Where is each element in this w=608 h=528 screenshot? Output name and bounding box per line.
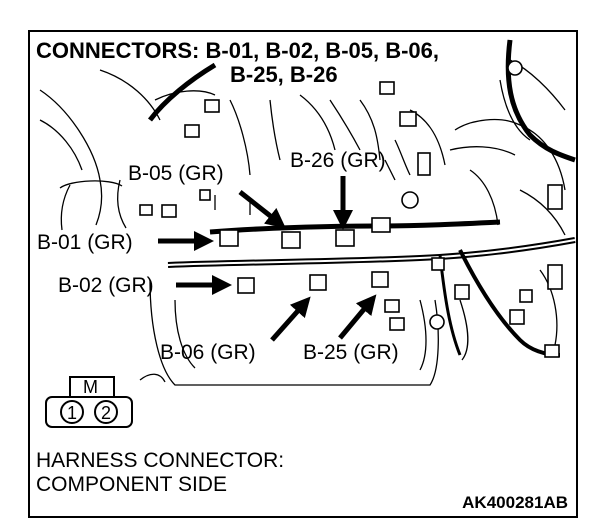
- grommets: [401, 60, 523, 330]
- figure-title-line1: CONNECTORS: B-01, B-02, B-05, B-06,: [36, 38, 439, 63]
- figure-frame: [28, 30, 578, 518]
- pin-2: [94, 400, 118, 424]
- harness-caption-line2: COMPONENT SIDE: [36, 473, 227, 496]
- pin-2-label: 2: [101, 403, 111, 423]
- arrow-b06: [270, 296, 311, 342]
- pin-1: [60, 400, 84, 424]
- callout-arrows: [158, 176, 377, 342]
- connector-b06: [309, 274, 327, 291]
- callout-b02: B-02 (GR): [58, 274, 154, 297]
- arrow-b05: [238, 190, 286, 229]
- arrow-b25: [338, 294, 377, 340]
- callout-b25: B-25 (GR): [303, 341, 399, 364]
- connector-b25: [371, 271, 389, 288]
- callout-b26: B-26 (GR): [290, 149, 386, 172]
- connector-b01: [219, 229, 239, 247]
- harness-connector-symbol: [45, 376, 133, 428]
- engine-line-art: [39, 59, 566, 386]
- figure-title-line2: B-25, B-26: [230, 62, 338, 87]
- pin-1-label: 1: [67, 403, 77, 423]
- callout-b06: B-06 (GR): [160, 341, 256, 364]
- harness-caption-line1: HARNESS CONNECTOR:: [36, 449, 284, 472]
- connector-key-label: M: [83, 377, 98, 397]
- connector-b02: [237, 277, 255, 294]
- callout-b05: B-05 (GR): [128, 162, 224, 185]
- connector-b05: [281, 231, 301, 249]
- connector-b26: [335, 229, 355, 247]
- callout-b01: B-01 (GR): [37, 231, 133, 254]
- figure-code: AK400281AB: [462, 493, 568, 512]
- connector-bodies: [139, 81, 563, 358]
